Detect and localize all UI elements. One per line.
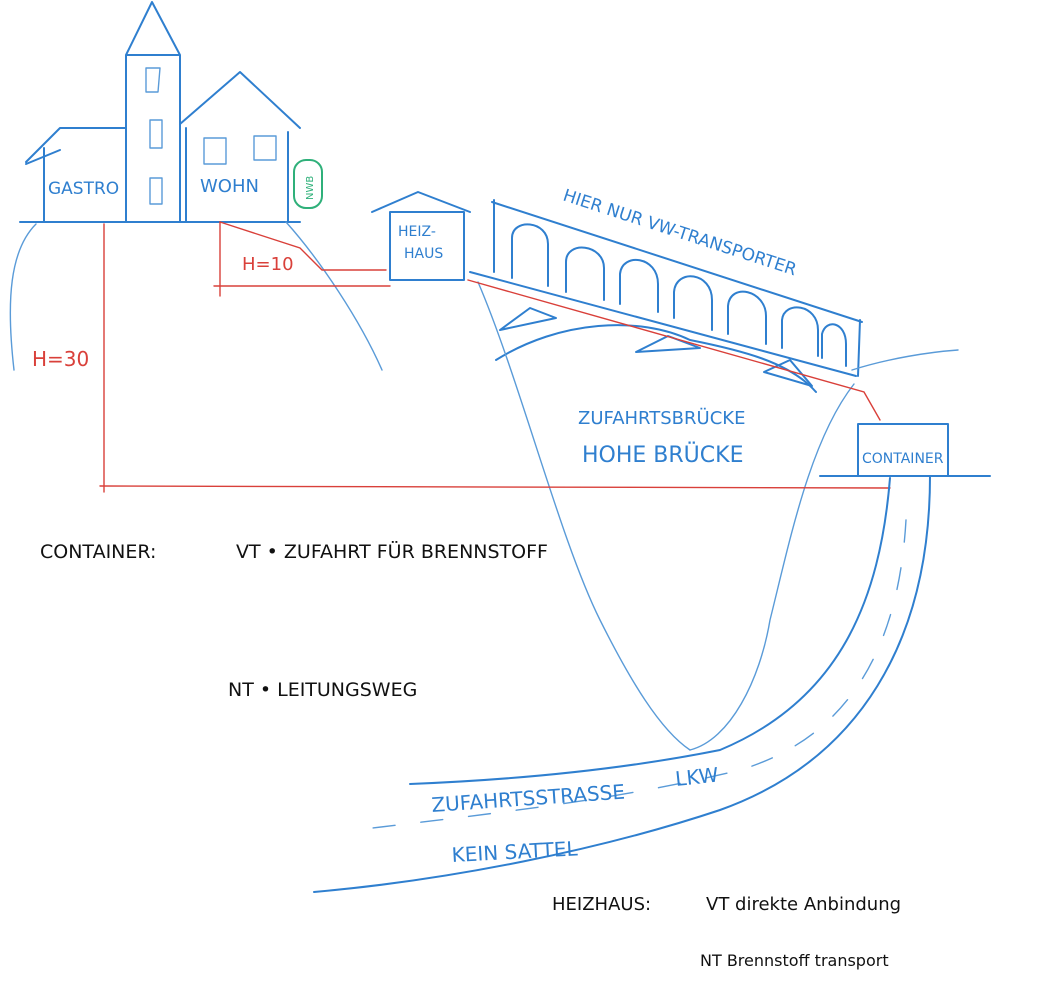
wohn-label: WOHN xyxy=(200,176,259,197)
road-centerline xyxy=(355,519,907,831)
church-tower xyxy=(125,1,181,223)
heizhaus-label-line2: HAUS xyxy=(404,246,443,262)
heizhaus-nt-note: NT Brennstoff transport xyxy=(700,951,889,970)
heizhaus-label-line1: HEIZ- xyxy=(398,224,436,240)
container-nt-note: NT • LEITUNGSWEG xyxy=(228,679,417,701)
access-road xyxy=(313,475,931,893)
gastro-label: GASTRO xyxy=(48,179,119,199)
bridge-arcades xyxy=(511,223,847,367)
red-dimension-lines xyxy=(99,221,891,493)
church-windows xyxy=(145,67,163,205)
h10-top xyxy=(219,221,387,271)
right-hill xyxy=(851,349,959,371)
container-box xyxy=(857,423,949,477)
nwb-label: NWB xyxy=(305,176,316,200)
village-hill-right xyxy=(285,221,383,371)
container-vt-note: VT • ZUFAHRT FÜR BRENNSTOFF xyxy=(236,540,548,563)
h10-label: H=10 xyxy=(242,254,294,275)
gastro-building xyxy=(25,127,127,223)
valley-right-slope xyxy=(689,383,855,751)
lkw-label: LKW xyxy=(674,763,720,791)
transporter-note: HIER NUR VW-TRANSPORTER xyxy=(560,186,799,281)
zufahrtsstrasse-label: ZUFAHRTSSTRASSE xyxy=(431,780,626,817)
nwb-tag xyxy=(293,159,323,209)
h30-label: H=30 xyxy=(32,347,89,371)
village-hill-left xyxy=(9,223,37,371)
heizhaus-vt-note: VT direkte Anbindung xyxy=(706,894,901,915)
bridge-deck-bottom xyxy=(469,271,857,377)
bridge-arch-details xyxy=(499,307,813,387)
bridge-red-line xyxy=(467,279,881,421)
valley-left-slope xyxy=(477,281,691,751)
container-heading: CONTAINER: xyxy=(40,541,156,563)
container-label: CONTAINER xyxy=(862,451,944,467)
bridge-underside-arch xyxy=(495,324,817,393)
h30-bottom xyxy=(99,485,891,489)
wohn-windows xyxy=(203,135,277,165)
road-outer-edge xyxy=(313,475,931,893)
heizhaus-heading: HEIZHAUS: xyxy=(552,894,651,915)
bridge-right-pillar xyxy=(857,319,861,377)
heizhaus-building xyxy=(371,191,471,281)
bridge-deck-top xyxy=(491,201,863,323)
village-buildings xyxy=(9,1,383,371)
bridge xyxy=(469,199,863,393)
kein-sattel-label: KEIN SATTEL xyxy=(451,836,579,867)
zufahrtsbruecke-label: ZUFAHRTSBRÜCKE xyxy=(578,407,745,429)
hohe-bruecke-label: HOHE BRÜCKE xyxy=(582,442,743,468)
wohn-building xyxy=(179,71,301,223)
road-inner-edge xyxy=(409,477,891,785)
